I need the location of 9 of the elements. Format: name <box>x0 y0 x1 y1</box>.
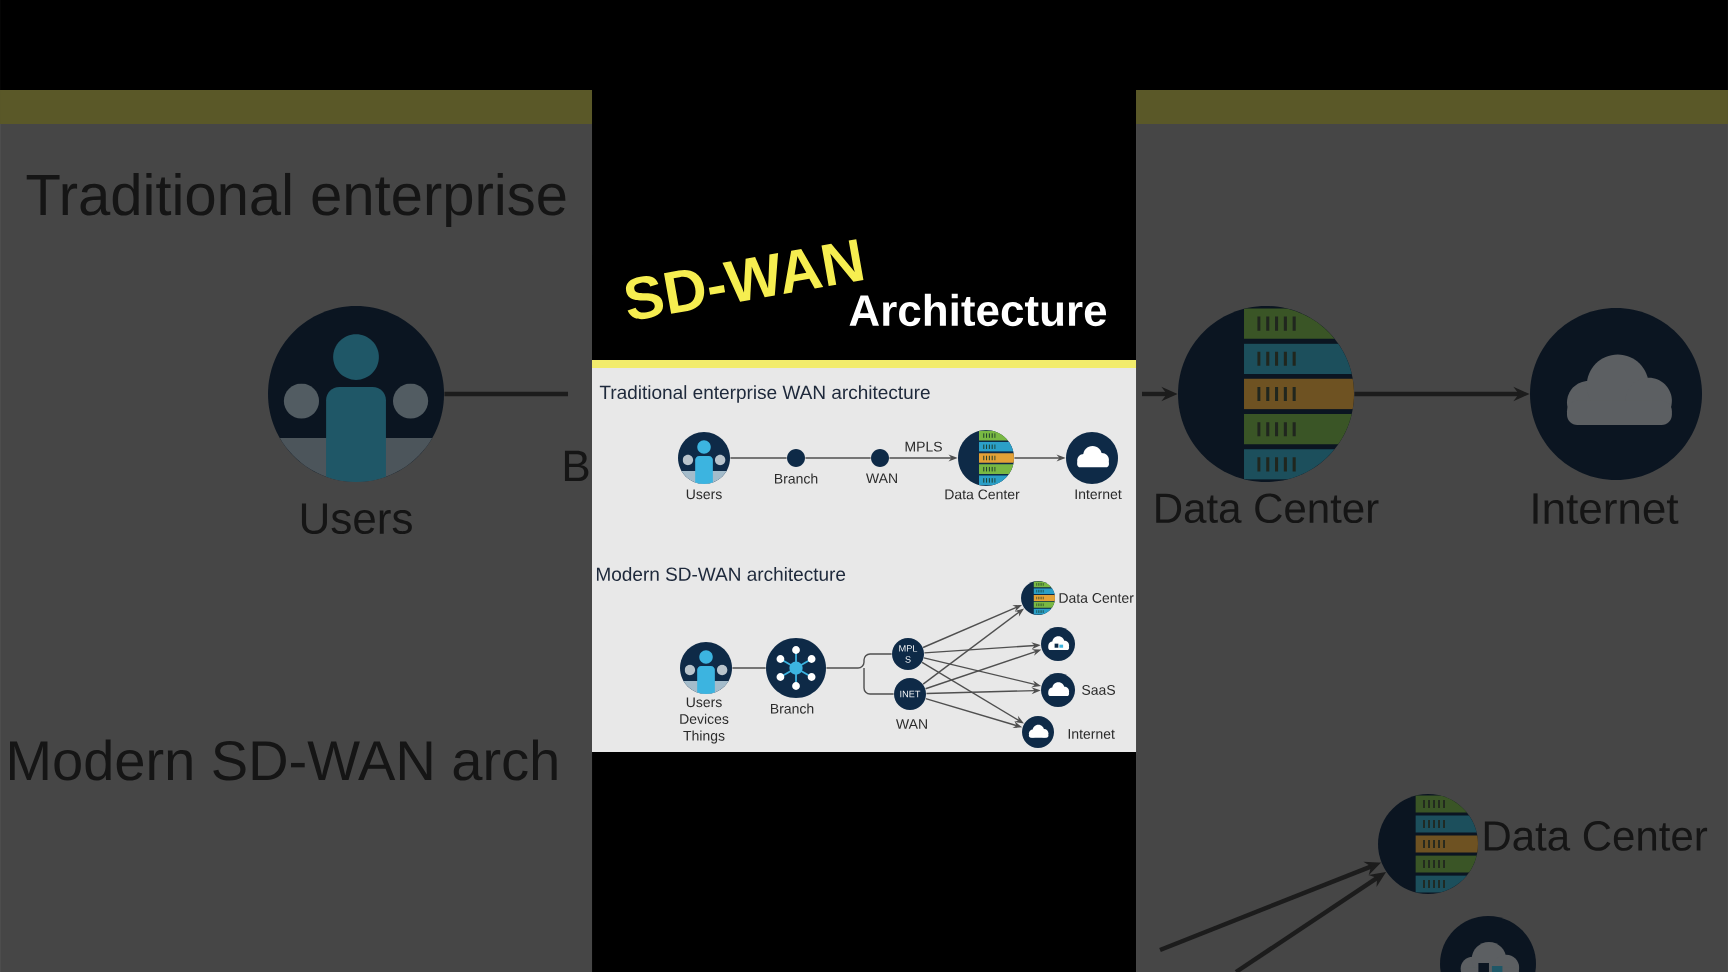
connector-line <box>729 457 788 459</box>
heading: Traditional enterprise WAN architecture <box>599 385 930 403</box>
heading: Modern SD-WAN architecture <box>597 567 846 581</box>
connector-line <box>825 653 895 695</box>
connector-line <box>731 667 767 669</box>
connector-line <box>444 391 568 397</box>
cloud-icon <box>1440 916 1536 972</box>
connector-line <box>804 457 872 459</box>
cloud-icon <box>1041 627 1075 661</box>
